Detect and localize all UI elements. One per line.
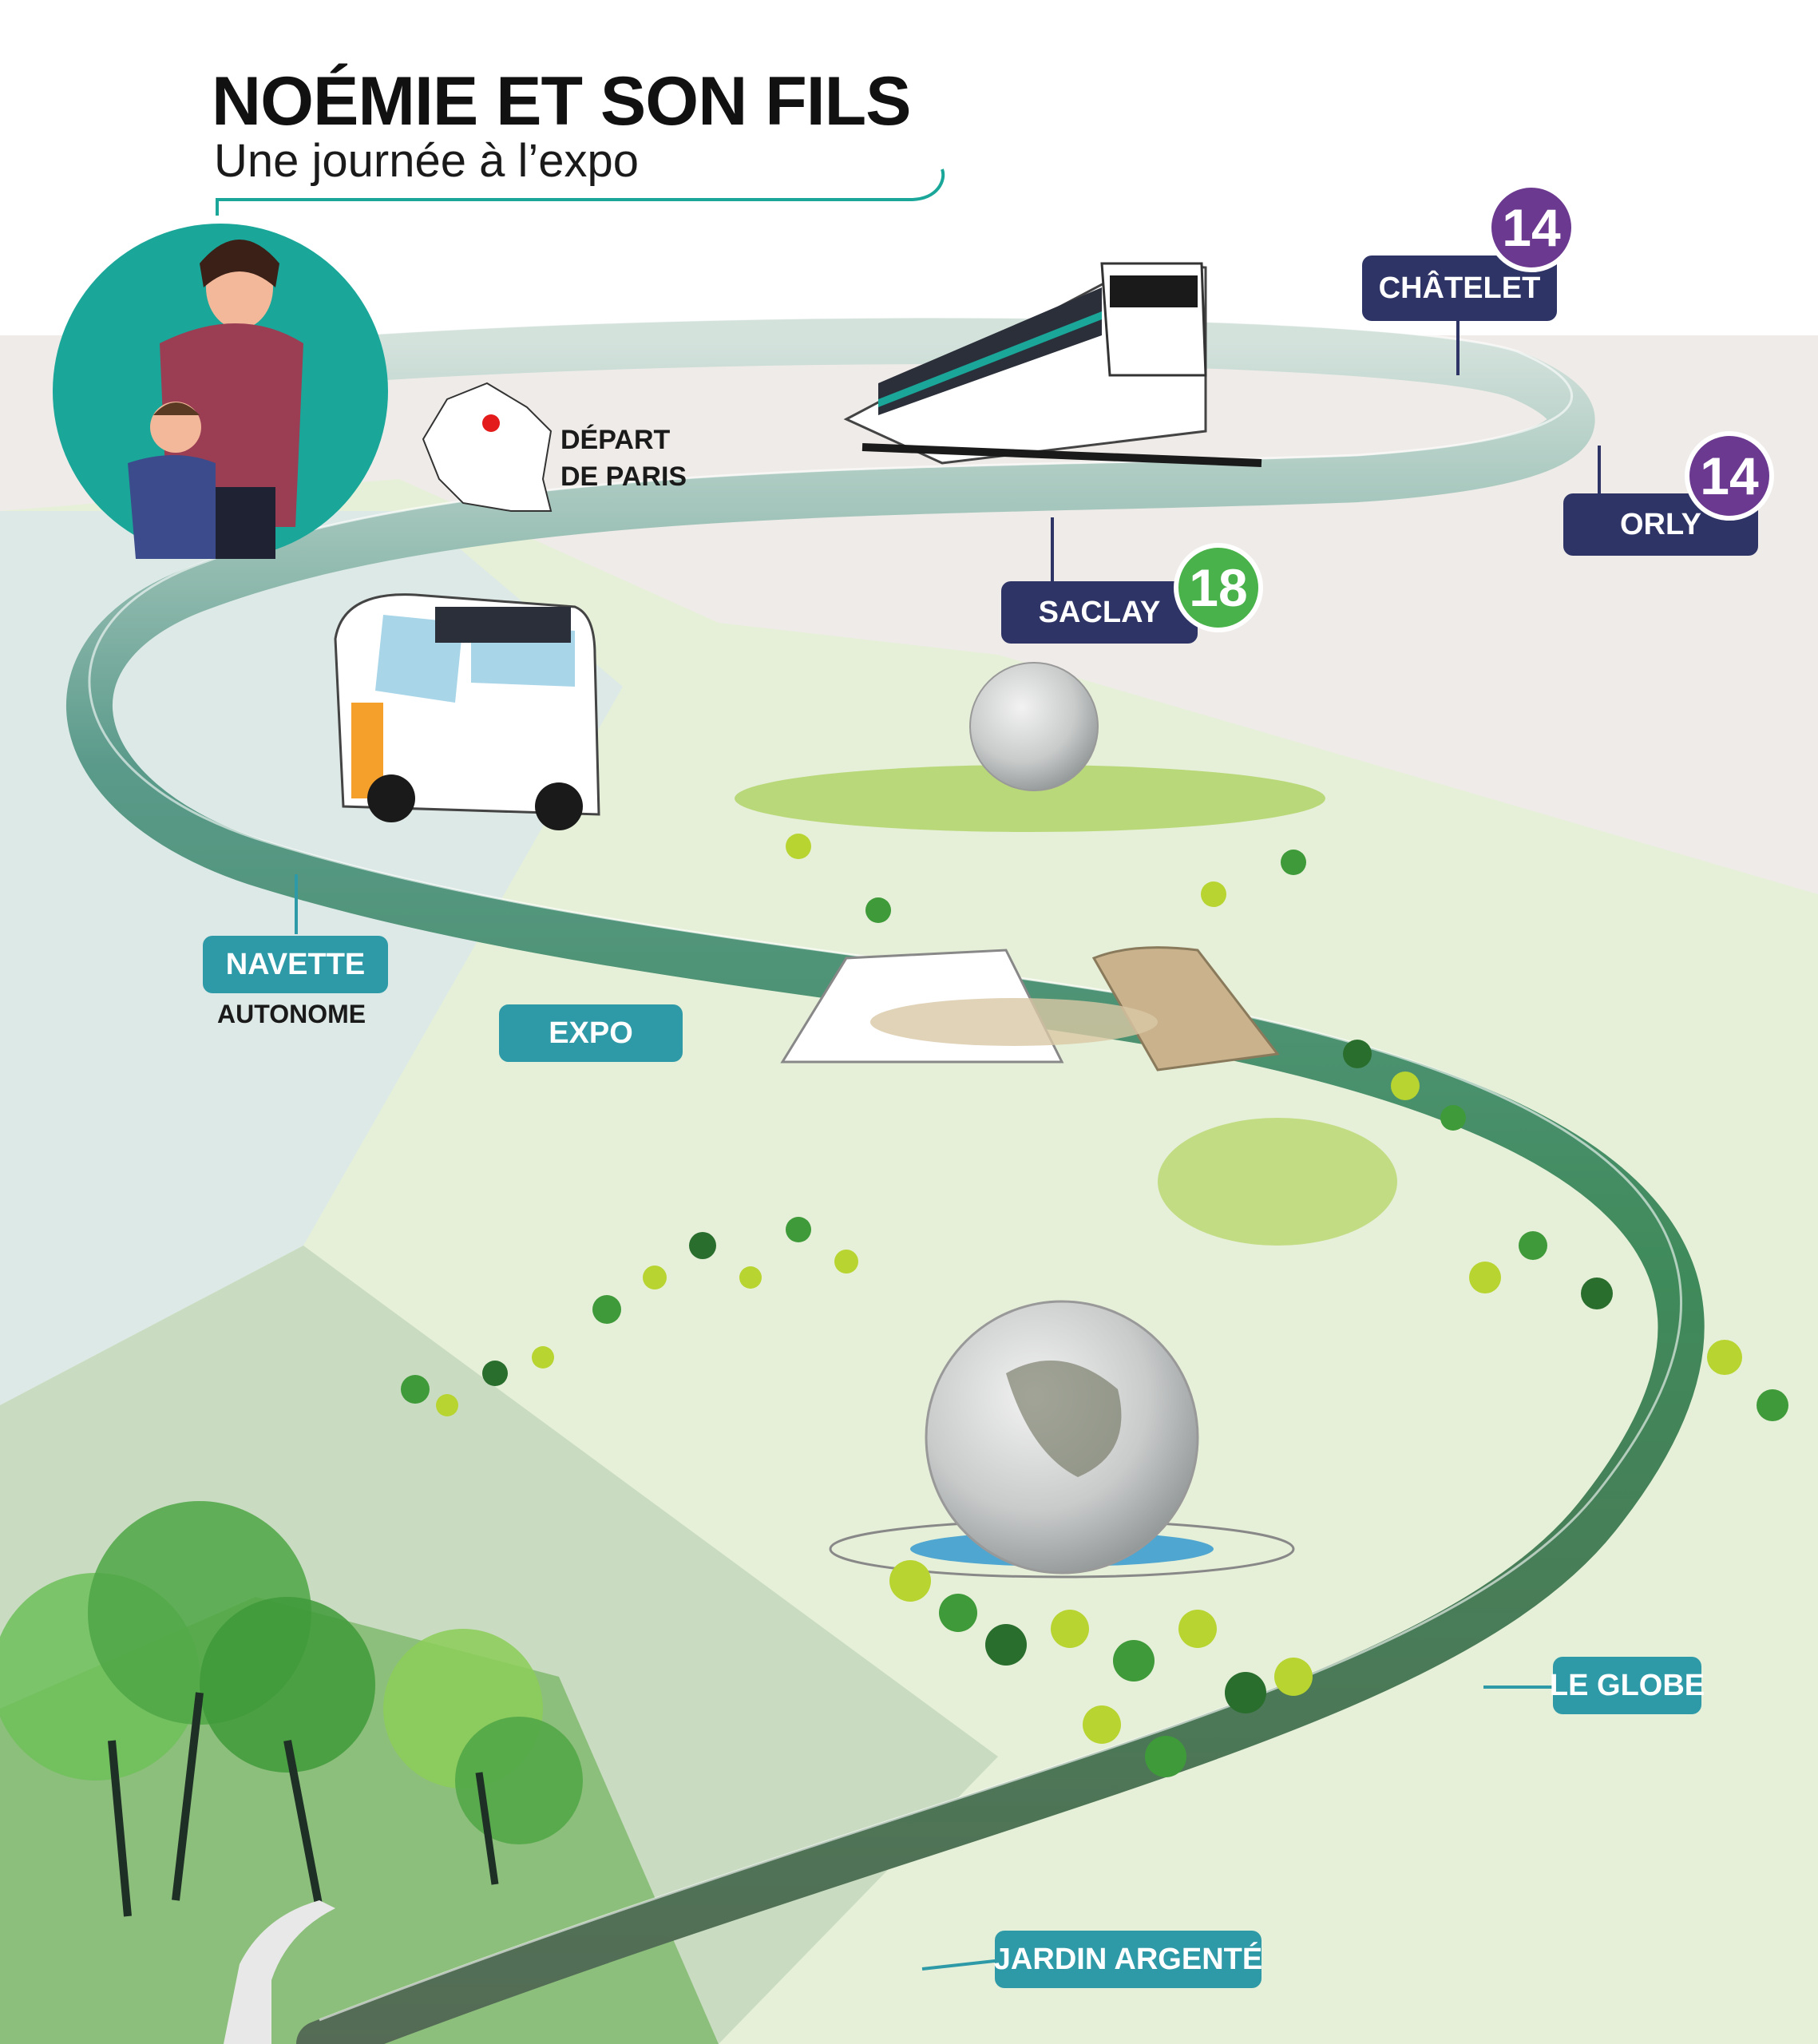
metro-line-badge-orly: 14 xyxy=(1685,431,1774,521)
stop-label-jardin-argente: JARDIN ARGENTÉ xyxy=(994,1931,1262,1988)
autonomous-shuttle xyxy=(334,593,600,830)
france-map-icon xyxy=(422,382,553,512)
globe-pavilion xyxy=(829,1300,1295,1579)
metro-line-badge-saclay: 18 xyxy=(1174,543,1263,632)
stop-label-autonome: AUTONOME xyxy=(217,1000,366,1028)
depart-label: DÉPART DE PARIS xyxy=(560,422,687,495)
person-portrait xyxy=(53,224,388,559)
depart-line-2: DE PARIS xyxy=(560,461,687,492)
stop-label-navette: NAVETTE xyxy=(203,936,388,993)
route-path xyxy=(66,318,1705,2044)
trees xyxy=(401,834,1788,1777)
label-pointers xyxy=(295,319,1601,1971)
station-label-saclay: SACLAY xyxy=(1001,581,1198,644)
stop-label-expo: EXPO xyxy=(499,1004,683,1062)
park-trees xyxy=(0,1501,583,2044)
stop-label-le-globe: LE GLOBE xyxy=(1550,1657,1705,1714)
metro-train xyxy=(843,262,1262,467)
expo-site xyxy=(735,662,1397,1246)
header-underline xyxy=(216,168,945,216)
page-subtitle: Une journée à l’expo xyxy=(214,135,640,187)
depart-line-1: DÉPART xyxy=(560,425,671,455)
page-title: NOÉMIE ET SON FILS xyxy=(212,63,912,140)
metro-line-badge-chatelet: 14 xyxy=(1487,183,1576,272)
route-edge xyxy=(88,315,1682,2022)
